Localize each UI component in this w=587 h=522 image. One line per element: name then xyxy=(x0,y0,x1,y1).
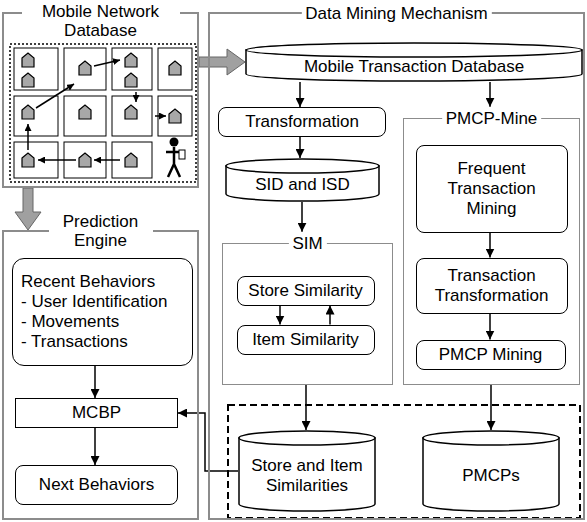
box-label: Recent Behaviors xyxy=(21,272,155,292)
box-label: - Movements xyxy=(21,312,119,332)
flow-arrow xyxy=(299,137,301,158)
movement-arrow xyxy=(36,84,74,108)
box-label: Store and Item Similarities xyxy=(244,456,370,496)
flow-arrow xyxy=(299,82,301,107)
panel-title: PMCP-Mine xyxy=(442,109,542,128)
flow-arrow xyxy=(301,202,303,232)
flow-arrow xyxy=(329,306,331,325)
box-label: MCBP xyxy=(72,403,121,423)
city-block xyxy=(112,96,152,136)
box-label: - User Identification xyxy=(21,292,167,312)
process-box: Frequent Transaction Mining xyxy=(416,145,568,233)
movement-arrow xyxy=(94,60,120,66)
cylinder-body xyxy=(239,438,375,511)
person-phone xyxy=(179,150,185,159)
process-box: Transaction Transformation xyxy=(416,258,568,314)
person-head xyxy=(170,138,179,147)
box-label: PMCPs xyxy=(462,466,520,486)
box-label: - Transactions xyxy=(21,332,128,352)
box-label: Frequent Transaction Mining xyxy=(423,159,561,219)
box-label: Store Similarity xyxy=(248,281,362,301)
process-box: MCBP xyxy=(15,398,178,428)
cylinder-top xyxy=(239,431,375,445)
city-block xyxy=(64,96,106,136)
process-box: Transformation xyxy=(218,107,386,137)
city-block xyxy=(158,48,192,90)
panel: Data Mining MechanismMobile Transaction … xyxy=(208,12,585,520)
movement-arrow xyxy=(155,115,166,117)
box-label: Mobile Transaction Database xyxy=(304,57,524,77)
city-block xyxy=(112,48,152,90)
movement-arrow xyxy=(94,159,120,161)
flow-arrow xyxy=(94,428,96,465)
cylinder-top xyxy=(423,431,559,445)
house-icon xyxy=(79,153,91,167)
cylinder-top xyxy=(246,43,582,57)
info-box: Recent Behaviors- User Identification- M… xyxy=(12,258,193,366)
house-icon xyxy=(125,105,137,119)
block-arrow xyxy=(15,188,41,230)
box-label: SID and ISD xyxy=(255,175,350,195)
cylinder-top xyxy=(226,159,379,173)
house-icon xyxy=(169,109,181,123)
person-figure xyxy=(166,138,185,178)
process-box: Next Behaviors xyxy=(15,465,178,505)
movement-arrow xyxy=(38,159,76,161)
process-box: Store Similarity xyxy=(237,276,375,306)
flow-arrow xyxy=(490,385,492,430)
block-arrow xyxy=(199,49,245,75)
flow-arrow xyxy=(94,366,96,398)
panel: Prediction EngineRecent Behaviors- User … xyxy=(2,230,199,520)
city-block xyxy=(14,48,58,90)
flow-arrow xyxy=(305,385,307,430)
house-icon xyxy=(22,105,34,119)
box-label: Transformation xyxy=(245,112,359,132)
process-box: PMCP Mining xyxy=(416,340,566,370)
panel-title: Prediction Engine xyxy=(49,212,153,250)
panel-title: SIM xyxy=(288,234,326,253)
house-icon xyxy=(125,53,137,67)
flow-arrow xyxy=(279,306,281,325)
house-icon xyxy=(125,153,137,167)
box-label: Next Behaviors xyxy=(39,475,154,495)
panel: SIMStore SimilarityItem Similarity xyxy=(222,243,393,385)
panel: PMCP-MineFrequent Transaction MiningTran… xyxy=(403,118,580,385)
box-label: Transaction Transformation xyxy=(423,266,561,306)
database-cylinder: Mobile Transaction Database xyxy=(245,42,583,82)
movement-arrow xyxy=(135,92,137,102)
database-cylinder: PMCPs xyxy=(422,430,560,512)
panel: Mobile Network Database xyxy=(2,12,199,188)
city-block xyxy=(64,48,106,90)
movement-arrow xyxy=(27,124,29,150)
house-icon xyxy=(22,73,34,87)
house-icon xyxy=(169,61,181,75)
house-icon xyxy=(125,73,137,87)
flow-arrow xyxy=(489,233,491,258)
house-icon xyxy=(22,53,34,67)
panel-title: Data Mining Mechanism xyxy=(301,4,491,23)
process-box: Item Similarity xyxy=(237,325,375,355)
cylinder-body xyxy=(423,438,559,511)
map-area xyxy=(10,44,196,182)
database-cylinder: SID and ISD xyxy=(225,158,380,202)
house-icon xyxy=(22,153,34,167)
flow-arrow xyxy=(489,82,491,107)
box-label: PMCP Mining xyxy=(439,345,543,365)
database-cylinder: Store and Item Similarities xyxy=(238,430,376,512)
house-icon xyxy=(79,61,91,75)
flow-arrow xyxy=(489,314,491,340)
city-block xyxy=(14,96,58,136)
panel-title: Mobile Network Database xyxy=(22,2,180,40)
box-label: Item Similarity xyxy=(252,330,359,350)
house-icon xyxy=(79,105,91,119)
dashed-group xyxy=(228,405,580,518)
